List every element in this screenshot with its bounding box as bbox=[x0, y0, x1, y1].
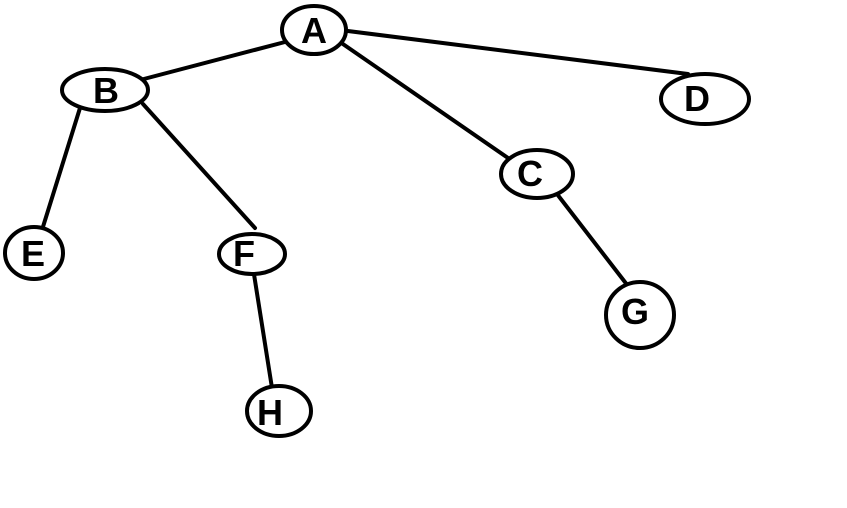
node-b-label: B bbox=[93, 70, 119, 111]
node-g: G bbox=[604, 280, 676, 350]
node-c-shape bbox=[499, 148, 575, 200]
node-e: E bbox=[3, 225, 65, 281]
edge-b-f bbox=[141, 102, 257, 230]
node-f-label: F bbox=[233, 233, 255, 274]
node-e-shape bbox=[3, 225, 65, 281]
node-e-label: E bbox=[21, 233, 45, 274]
node-f: F bbox=[217, 232, 287, 276]
node-h-label: H bbox=[257, 392, 283, 433]
node-d: D bbox=[659, 72, 751, 126]
node-g-shape bbox=[604, 280, 676, 350]
node-c: C bbox=[499, 148, 575, 200]
edge-a-c bbox=[338, 40, 510, 160]
node-a-label: A bbox=[301, 10, 327, 51]
node-b: B bbox=[60, 67, 150, 113]
node-g-label: G bbox=[621, 291, 649, 332]
edge-a-b bbox=[138, 40, 287, 82]
node-d-shape bbox=[659, 72, 751, 126]
node-a: A bbox=[280, 4, 348, 56]
node-a-shape bbox=[280, 4, 348, 56]
edge-c-g bbox=[555, 192, 630, 288]
node-h: H bbox=[245, 384, 313, 438]
node-f-shape bbox=[217, 232, 287, 276]
node-b-shape bbox=[60, 67, 150, 113]
edge-f-h bbox=[251, 266, 274, 390]
edge-a-d bbox=[338, 28, 690, 76]
node-c-label: C bbox=[517, 153, 543, 194]
edge-b-e bbox=[40, 106, 82, 232]
node-h-shape bbox=[245, 384, 313, 438]
node-d-label: D bbox=[684, 78, 710, 119]
edges bbox=[40, 28, 690, 390]
